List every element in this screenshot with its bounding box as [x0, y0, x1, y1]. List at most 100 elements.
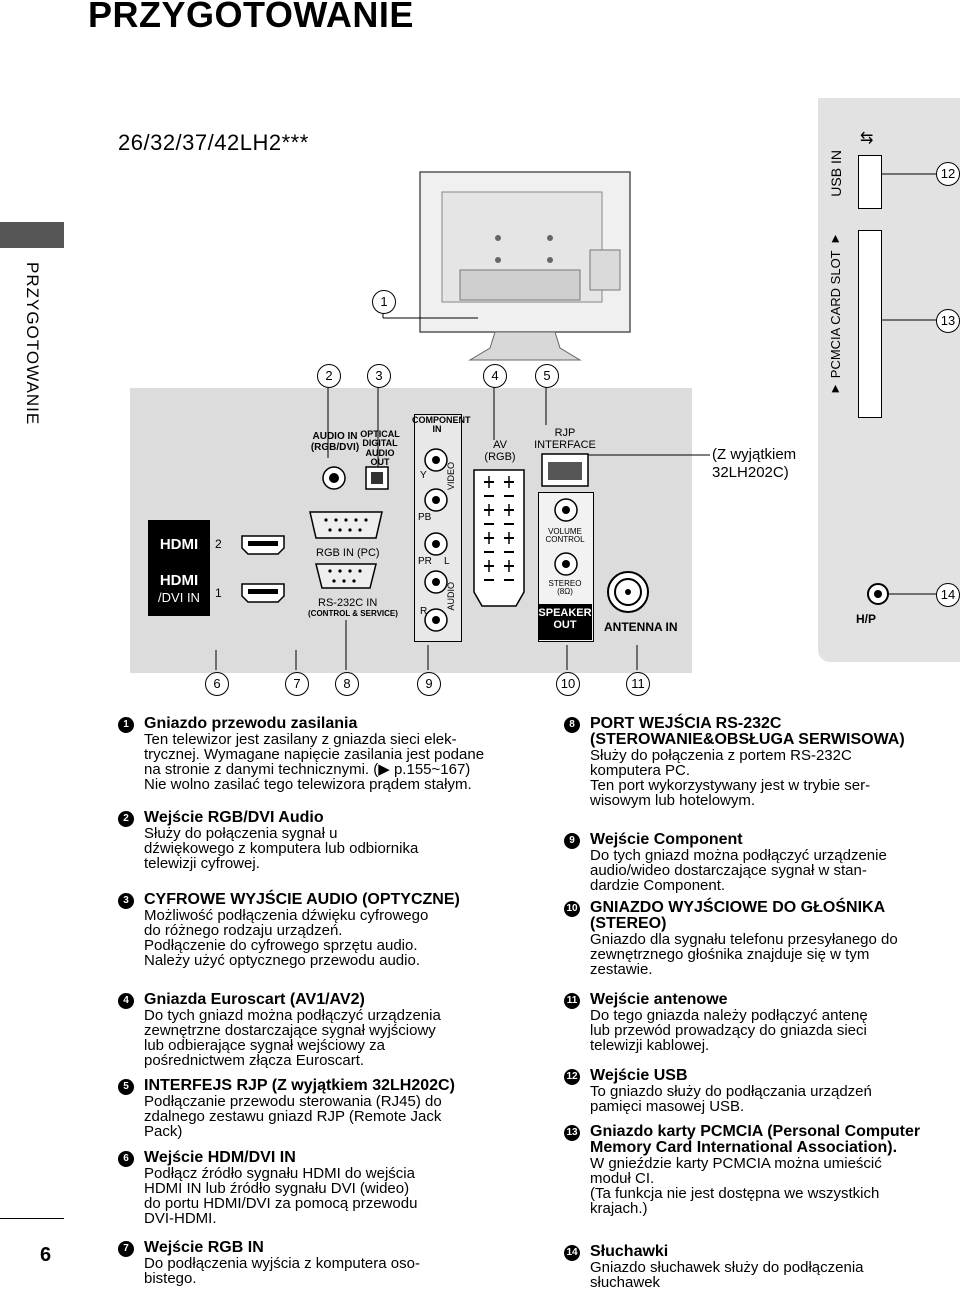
item-line: zewnętrzne dostarczające sygnał wyjściow…: [144, 1022, 436, 1039]
callout-14: 14: [936, 583, 960, 607]
item-line: Służy do połączenia sygnał u: [144, 825, 338, 842]
speaker-out-block: [538, 604, 592, 640]
item-number-12: 12: [564, 1069, 580, 1085]
item-title: Gniazdo przewodu zasilania: [144, 715, 358, 732]
rjp-label: RJP INTERFACE: [534, 427, 596, 451]
item-line: zdalnego zestawu gniazd RJP (Remote Jack: [144, 1108, 442, 1125]
callout-2: 2: [317, 364, 341, 388]
optical-out-label: OPTICAL DIGITAL AUDIO OUT: [360, 429, 400, 468]
item-title: Wejście RGB IN: [144, 1239, 264, 1256]
item-line: (Ta funkcja nie jest dostępna we wszystk…: [590, 1185, 880, 1202]
tv-back-illustration: [419, 171, 631, 361]
antenna-in-label: ANTENNA IN: [604, 620, 678, 634]
item-line: W gnieździe karty PCMCIA można umieścić: [590, 1155, 882, 1172]
callout-9: 9: [417, 672, 441, 696]
rs232c-label: RS-232C IN: [318, 597, 378, 609]
hdmi-logo-2: HDMI: [159, 536, 199, 553]
item-line: lub przewód prowadzący do gniazda sieci: [590, 1022, 867, 1039]
page-number: 6: [40, 1244, 52, 1266]
component-video-label: VIDEO: [446, 462, 456, 491]
scart-port: [473, 469, 525, 607]
component-audio-label: AUDIO: [446, 582, 456, 611]
item-number-2: 2: [118, 811, 134, 827]
item-number-11: 11: [564, 993, 580, 1009]
component-pb-label: PB: [418, 512, 432, 523]
component-r-label: R: [420, 606, 428, 617]
item-line: telewizji cyfrowej.: [144, 855, 260, 872]
item-line: Gniazdo dla sygnału telefonu przesyłaneg…: [590, 931, 898, 948]
item-title: Gniazda Euroscart (AV1/AV2): [144, 991, 365, 1008]
item-line: Podłącz źródło sygnału HDMI do wejścia: [144, 1165, 415, 1182]
hdmi-logo-1: HDMI: [159, 572, 199, 589]
av-label: AV (RGB): [484, 439, 516, 463]
item-line: HDMI IN lub źródło sygnału DVI (wideo): [144, 1180, 410, 1197]
item-line: audio/wideo dostarczające sygnał w stan-: [590, 862, 867, 879]
rs232c-sublabel: (CONTROL & SERVICE): [308, 609, 398, 618]
sidebar-label: PRZYGOTOWANIE: [23, 262, 42, 426]
item-line: Należy użyć optycznego przewodu audio.: [144, 952, 420, 969]
item-number-9: 9: [564, 833, 580, 849]
item-line: zewnętrznego głośnika znajduje się w tym: [590, 946, 870, 963]
item-line: Pack): [144, 1123, 183, 1140]
pcmcia-slot: [858, 230, 882, 418]
item-number-8: 8: [564, 717, 580, 733]
item-line: dźwiękowego z komputera lub odbiornika: [144, 840, 419, 857]
item-number-13: 13: [564, 1125, 580, 1141]
stereo-label: STEREO (8Ω): [548, 579, 582, 597]
model-title: 26/32/37/42LH2***: [118, 130, 309, 155]
audio-optical-jacks: [322, 466, 389, 490]
item-line: telewizji kablowej.: [590, 1037, 710, 1054]
page-title: PRZYGOTOWANIE: [88, 0, 414, 35]
item-line: Służy do połączenia z portem RS-232C: [590, 747, 852, 764]
item-line: To gniazdo służy do podłączania urządzeń: [590, 1083, 872, 1100]
component-y-label: Y: [420, 470, 427, 481]
callout-8: 8: [335, 672, 359, 696]
speaker-jacks: [554, 498, 578, 576]
callout-12: 12: [936, 162, 960, 186]
usb-port: [858, 155, 882, 209]
item-title: CYFROWE WYJŚCIE AUDIO (OPTYCZNE): [144, 891, 460, 908]
item-number-7: 7: [118, 1241, 134, 1257]
hdmi-2-number: 2: [215, 537, 222, 551]
item-title: Wejście HDM/DVI IN: [144, 1149, 296, 1166]
item-line: Podłączenie do cyfrowego sprzętu audio.: [144, 937, 418, 954]
item-number-1: 1: [118, 717, 134, 733]
usb-in-label: USB IN: [828, 150, 844, 197]
item-line: Do tych gniazd można podłączyć urządzeni…: [144, 1007, 441, 1024]
antenna-jack: [607, 571, 649, 613]
hdmi-ports: [241, 535, 285, 603]
sidebar-divider: [0, 1218, 64, 1219]
audio-in-label: AUDIO IN (RGB/DVI): [310, 431, 360, 453]
item-title: Wejście USB: [590, 1067, 688, 1084]
item-line: zestawie.: [590, 961, 653, 978]
hdmi-1-number: 1: [215, 586, 222, 600]
headphone-jack: [867, 583, 889, 605]
item-line: Podłączanie przewodu sterowania (RJ45) d…: [144, 1093, 442, 1110]
item-title: Wejście antenowe: [590, 991, 728, 1008]
callout-11: 11: [626, 672, 650, 696]
callout-1: 1: [372, 290, 396, 314]
callout-5: 5: [535, 364, 559, 388]
item-line: Ten telewizor jest zasilany z gniazda si…: [144, 731, 457, 748]
item-line: moduł CI.: [590, 1170, 655, 1187]
sidebar-tab: [0, 222, 64, 248]
item-title: Wejście RGB/DVI Audio: [144, 809, 324, 826]
callout-6: 6: [205, 672, 229, 696]
item-title: GNIAZDO WYJŚCIOWE DO GŁOŚNIKA (STEREO): [590, 899, 885, 932]
item-line: DVI-HDMI.: [144, 1210, 217, 1227]
callout-4: 4: [483, 364, 507, 388]
component-l-label: L: [444, 556, 450, 567]
item-line: krajach.): [590, 1200, 648, 1217]
headphone-label: H/P: [856, 612, 877, 626]
item-line: Do tych gniazd można podłączyć urządzeni…: [590, 847, 887, 864]
item-line: na stronie z danymi technicznymi. (▶ p.1…: [144, 761, 471, 778]
component-pr-label: PR: [418, 556, 432, 567]
item-line: komputera PC.: [590, 762, 691, 779]
item-number-10: 10: [564, 901, 580, 917]
item-line: Do tego gniazda należy podłączyć antenę: [590, 1007, 868, 1024]
side-connector-panel: [818, 98, 960, 662]
pcmcia-slot-label: ▼ PCMCIA CARD SLOT ▼: [828, 232, 843, 397]
item-line: trycznej. Wymagane napięcie zasilania je…: [144, 746, 485, 763]
rgb-in-label: RGB IN (PC): [316, 547, 380, 559]
item-line: do różnego rodzaju urządzeń.: [144, 922, 343, 939]
